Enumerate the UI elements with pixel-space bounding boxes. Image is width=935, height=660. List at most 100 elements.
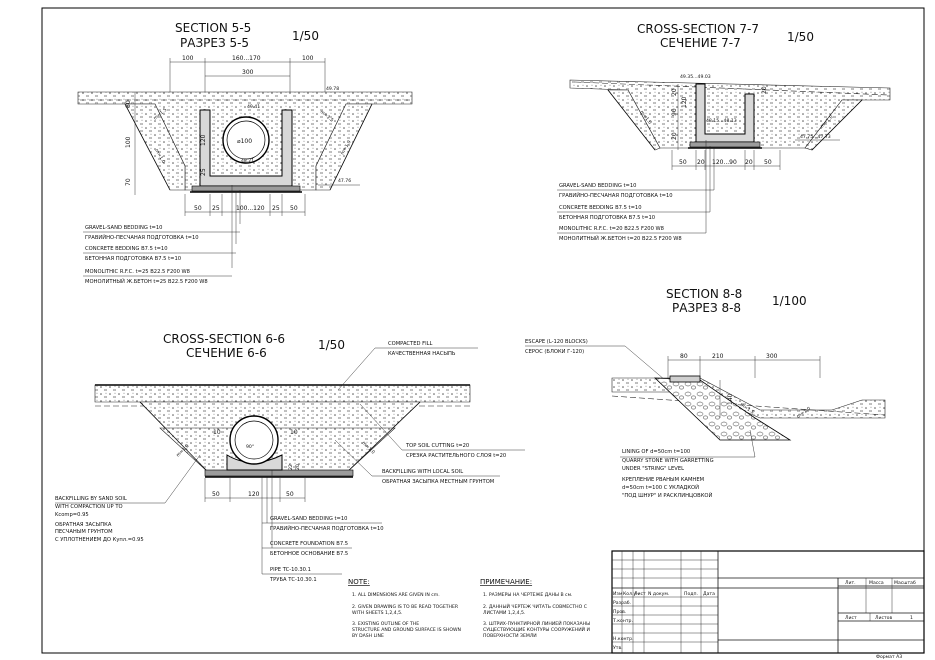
sec55-elev-4: 47.76 — [338, 178, 351, 184]
sec77-bdim-3: 120...90 — [712, 159, 737, 166]
sec66-vdim-22: 22 — [288, 464, 294, 470]
sec77-vdim-3: 90 — [671, 108, 678, 116]
sec88-dim-80: 80 — [680, 353, 688, 360]
sec77-title-ru: СЕЧЕНИЕ 7-7 — [660, 36, 741, 50]
notes-ru-1: 1. РАЗМЕРЫ НА ЧЕРТЕЖЕ ДАНЫ В см. — [483, 592, 573, 598]
sec66-topsoil-en: TOP SOIL CUTTING t=20 — [405, 443, 469, 449]
sec88-lining-5: d=50cm t=100 С УКЛАДКОЙ — [622, 484, 699, 491]
sec66-sand-1: BACKFILLING BY SAND SOIL — [55, 496, 127, 502]
sec55-dim-80: 80 — [125, 100, 132, 108]
sec77-scale: 1/50 — [787, 30, 814, 44]
sec66-backfill-ru: ОБРАТНАЯ ЗАСЫПКА МЕСТНЫМ ГРУНТОМ — [382, 479, 494, 485]
notes-ru-heading: ПРИМЕЧАНИЕ: — [480, 578, 532, 586]
sec66-note-6: ТРУБА ТС-10.30.1 — [269, 577, 317, 583]
sec88-dim-300: 300 — [766, 353, 778, 360]
tb-head-kol: Кол.уч — [623, 591, 639, 597]
notes-english: NOTE: 1. ALL DIMENSIONS ARE GIVEN IN cm.… — [348, 578, 461, 639]
sec66-vdim-20: 20 — [295, 464, 301, 470]
sec55-pipe-dia: ⌀100 — [237, 138, 252, 145]
section-5-5: SECTION 5-5 РАЗРЕЗ 5-5 1/50 100 160...17… — [77, 21, 413, 285]
notes-en-3: WITH SHEETS 1,2,4,5. — [352, 610, 403, 616]
sec88-lining-1: LINING OF d=50cm t=100 — [622, 449, 690, 455]
sec55-note-1: GRAVEL-SAND BEDDING t=10 — [85, 225, 162, 231]
sec55-note-4: БЕТОННАЯ ПОДГОТОВКА B7.5 t=10 — [85, 256, 181, 262]
tb-head-izm: Изм — [613, 591, 623, 597]
title-block: Изм Кол.уч Лист N докум. Подп. Дата Разр… — [611, 550, 925, 660]
sec55-bdim-25b: 25 — [272, 205, 280, 212]
tb-sheet: Лист — [845, 615, 857, 621]
sec77-note-5: MONOLITHIC R.F.C. t=20 B22.5 F200 W8 — [559, 226, 664, 232]
sec55-dim-100a: 100 — [182, 55, 194, 62]
sec88-dim-210: 210 — [712, 353, 724, 360]
section-6-6: CROSS-SECTION 6-6 СЕЧЕНИЕ 6-6 1/50 m=1.0… — [55, 332, 525, 583]
tb-head-date: Дата — [703, 591, 715, 597]
sec66-title-en: CROSS-SECTION 6-6 — [163, 332, 285, 346]
sec77-title-en: CROSS-SECTION 7-7 — [637, 22, 759, 36]
sec66-topsoil-ru: СРЕЗКА РАСТИТЕЛЬНОГО СЛОЯ t=20 — [406, 453, 506, 459]
notes-en-heading: NOTE: — [348, 578, 370, 586]
sec77-vdim-1: 20 — [671, 88, 678, 96]
section-7-7: CROSS-SECTION 7-7 СЕЧЕНИЕ 7-7 1/50 m=1.0… — [557, 22, 891, 242]
sec77-bdim-4: 20 — [745, 159, 753, 166]
sec55-dim-25v: 25 — [200, 168, 207, 176]
sec77-note-4: БЕТОННАЯ ПОДГОТОВКА B7.5 t=10 — [559, 215, 655, 221]
sec55-dim-300: 300 — [242, 69, 254, 76]
sec77-elev-top: 49.35...49.03 — [680, 74, 711, 80]
sec55-note-5: MONOLITHIC R.F.C. t=25 B22.5 F200 W8 — [85, 269, 190, 275]
sec77-vdim-4: 120 — [681, 96, 688, 108]
sec66-note-1: GRAVEL-SAND BEDDING t=10 — [270, 516, 347, 522]
tb-lit: Лит. — [845, 580, 856, 586]
notes-en-2: 2. GIVEN DRAWING IS TO BE READ TOGETHER — [352, 604, 459, 610]
notes-en-5: STRUCTURE AND GROUND SURFACE IS SHOWN — [352, 627, 461, 633]
notes-ru-3: ЛИСТАМИ 1,2,4,5. — [483, 610, 525, 616]
sec66-bdim-120: 120 — [248, 491, 260, 498]
sec55-dim-120: 120 — [200, 134, 207, 146]
tb-sheets-value: 1 — [910, 615, 913, 621]
tb-head-podp: Подп. — [684, 591, 698, 597]
notes-en-1: 1. ALL DIMENSIONS ARE GIVEN IN cm. — [352, 592, 440, 598]
sec55-dim-160: 160...170 — [232, 55, 261, 62]
sec77-vdim-2: 20 — [761, 86, 768, 94]
sec88-title-ru: РАЗРЕЗ 8-8 — [672, 301, 741, 315]
sec77-elev-mid: 48.15...48.13 — [706, 118, 737, 124]
tb-role-1: Разраб. — [613, 600, 631, 606]
sec55-note-3: CONCRETE BEDDING B7.5 t=10 — [85, 246, 168, 252]
tb-role-6: Утв. — [613, 645, 623, 651]
sec55-scale: 1/50 — [292, 29, 319, 43]
sec88-scale: 1/100 — [772, 294, 807, 308]
sec66-scale: 1/50 — [318, 338, 345, 352]
sec66-backfill-en: BACKFILLING WITH LOCAL SOIL — [382, 469, 463, 475]
sec88-escape-en: ESCAPE (L-120 BLOCKS) — [525, 339, 588, 345]
tb-mass: Масса — [869, 580, 884, 586]
sheet-frame — [41, 7, 925, 654]
notes-ru-2: 2. ДАННЫЙ ЧЕРТЕЖ ЧИТАТЬ СОВМЕСТНО С — [483, 603, 587, 610]
sec55-elev-1: 49.78 — [326, 86, 339, 92]
sec55-title-en: SECTION 5-5 — [175, 21, 251, 35]
tb-head-ndoc: N докум. — [648, 591, 669, 597]
sec66-dim-10a: 10 — [213, 429, 221, 436]
notes-ru-6: ПОВЕРХНОСТИ ЗЕМЛИ — [483, 633, 537, 639]
sec66-note-3: CONCRETE FOUNDATION B7.5 — [270, 541, 348, 547]
sec66-note-4: БЕТОННОЕ ОСНОВАНИЕ B7.5 — [270, 551, 348, 557]
sec77-note-3: CONCRETE BEDDING B7.5 t=10 — [559, 205, 642, 211]
sec66-note-2: ГРАВИЙНО-ПЕСЧАНАЯ ПОДГОТОВКА t=10 — [270, 525, 384, 532]
sec66-title-ru: СЕЧЕНИЕ 6-6 — [186, 346, 267, 360]
sec77-note-6: МОНОЛИТНЫЙ Ж.БЕТОН t=20 B22.5 F200 W8 — [559, 235, 682, 242]
notes-en-6: BY DASH LINE — [352, 633, 384, 639]
sec55-bdim-25a: 25 — [212, 205, 220, 212]
sec77-bdim-5: 50 — [764, 159, 772, 166]
sec88-escape-ru: СЕРОС (БЛОКИ Г-120) — [525, 349, 584, 355]
sec77-bdim-1: 50 — [679, 159, 687, 166]
sec55-dim-100v: 100 — [125, 136, 132, 148]
sec66-compacted-ru: КАЧЕСТВЕННАЯ НАСЫПЬ — [388, 351, 456, 357]
sec88-lining-4: КРЕПЛЕНИЕ РВАНЫМ КАМНЕМ — [622, 477, 704, 483]
tb-scale: Масштаб — [894, 580, 916, 586]
sec66-sand-3: Kcomp=0.95 — [55, 512, 89, 518]
sec55-dim-100b: 100 — [302, 55, 314, 62]
sec55-elev-3: 48.21 — [241, 158, 254, 164]
sec55-bdim-50a: 50 — [194, 205, 202, 212]
sec55-elev-2: 49.41 — [247, 104, 260, 110]
sec66-dim-10b: 10 — [290, 429, 298, 436]
sec55-bdim-50b: 50 — [290, 205, 298, 212]
sec77-note-2: ГРАВИЙНО-ПЕСЧАНАЯ ПОДГОТОВКА t=10 — [559, 192, 673, 199]
